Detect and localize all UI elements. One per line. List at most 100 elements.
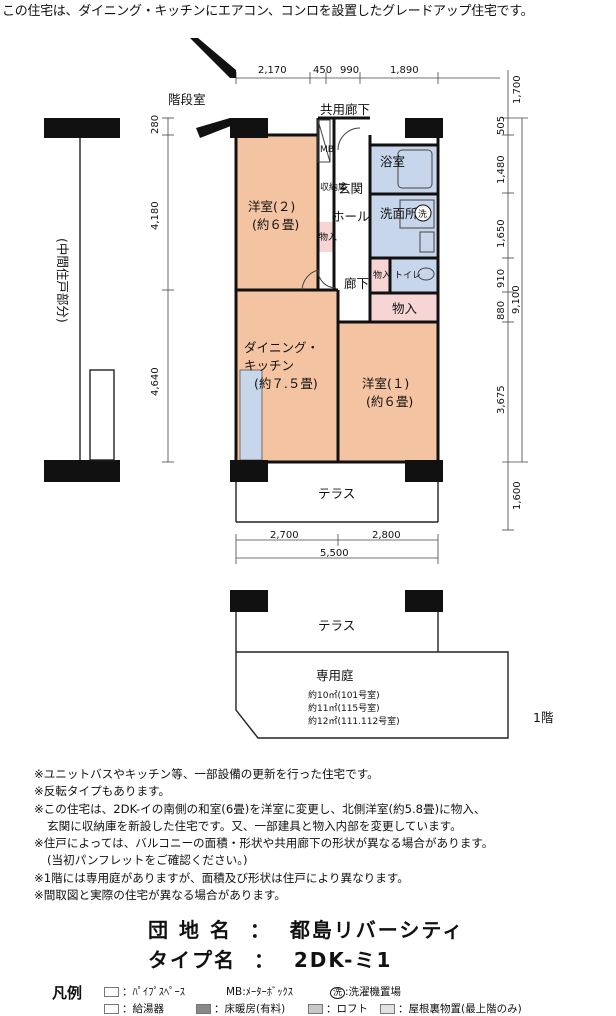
note-2: ※反転タイプもあります。 (34, 784, 171, 799)
room-toilet (390, 258, 438, 292)
dim-left-280: 280 (150, 115, 161, 134)
label-western-room-1-size: (約６畳) (366, 394, 413, 409)
pipe-space-icon (104, 987, 119, 997)
dim-right-9100: 9,100 (511, 285, 522, 314)
legend-washer: 洗:洗濯機置場 (330, 984, 401, 999)
label-storage-right-small: 物入 (373, 269, 391, 281)
legend-loft: ：ロフト (308, 1001, 368, 1016)
floor-heating-icon (196, 1004, 211, 1014)
legend-water-heater: ：給湯器 (104, 1001, 164, 1016)
dim-right-505: 505 (496, 116, 507, 135)
structural-columns (44, 38, 443, 612)
washer-legend-icon: 洗 (330, 987, 346, 999)
estate-label: 団 地 名 (148, 918, 232, 942)
storage-small-left (318, 222, 334, 252)
label-storage-small: 物入 (319, 231, 337, 243)
legend-water-heater-text: ：給湯器 (122, 1003, 164, 1015)
legend-floor-heating: ：床暖房(有料) (196, 1001, 285, 1016)
label-floor: 1階 (533, 710, 554, 725)
terrace-lines (79, 138, 509, 739)
dim-bottom-5500: 5,500 (320, 548, 349, 559)
note-3: ※この住宅は、2DK-イの南側の和室(6畳)を洋室に変更し、北側洋室(約5.8畳… (34, 801, 486, 816)
fixtures (301, 119, 435, 291)
washer-icon (414, 204, 432, 222)
label-storage-wide: 物入 (392, 301, 418, 316)
label-garden-1: 約10㎡(101号室) (308, 689, 380, 701)
label-western-room-2-size: (約６畳) (252, 217, 299, 232)
storage-small-right (370, 258, 390, 292)
label-dining-kitchen-2: キッチン (244, 358, 294, 373)
room-western-1 (338, 322, 438, 462)
note-4: 玄関に収納庫を新設した住宅です。又、一部建具と物入内部を変更しています。 (47, 818, 462, 833)
type-value: 2DK-ミ1 (293, 948, 393, 972)
legend-loft-text: ：ロフト (326, 1003, 368, 1015)
dim-top-2: 450 (313, 65, 332, 76)
label-terrace-upper: テラス (318, 486, 355, 501)
note-6: (当初パンフレットをご確認ください。) (47, 853, 248, 868)
dim-right-1480: 1,480 (496, 155, 507, 184)
label-washer-mark: 洗 (418, 208, 427, 220)
dim-left-4180: 4,180 (150, 201, 161, 230)
label-common-corridor: 共用廊下 (320, 102, 370, 117)
room-western-2 (236, 135, 318, 290)
room-washroom (370, 195, 436, 258)
label-garden-2: 約11㎡(115号室) (308, 702, 380, 714)
walls (234, 116, 440, 464)
label-terrace-lower: テラス (318, 618, 355, 633)
dim-right-3675: 3,675 (496, 385, 507, 414)
dim-top-1: 2,170 (258, 65, 287, 76)
dim-right-880: 880 (496, 301, 507, 320)
legend-attic: ：屋根裏物置(最上階のみ) (380, 1001, 522, 1016)
note-5: ※住戸によっては、バルコニーの面積・形状や共用廊下の形状が異なる場合があります。 (34, 836, 494, 851)
storage-wide (370, 294, 438, 322)
legend-attic-text: ：屋根裏物置(最上階のみ) (398, 1003, 522, 1015)
label-stair-hall: 階段室 (168, 92, 206, 107)
note-1: ※ユニットバスやキッチン等、一部設備の更新を行った住宅です。 (34, 767, 379, 781)
note-8: ※間取図と実際の住宅が異なる場合があります。 (34, 888, 287, 903)
dim-left-4640: 4,640 (150, 367, 161, 396)
water-heater-icon (104, 1004, 119, 1014)
attic-icon (380, 1004, 395, 1014)
note-7: ※1階には専用庭がありますが、面積及び形状は住戸により異なります。 (34, 870, 409, 885)
dim-right-1700: 1,700 (512, 75, 523, 104)
label-entrance: 玄関 (338, 181, 363, 196)
label-washroom: 洗面所 (380, 206, 418, 221)
room-bath (370, 145, 436, 193)
dim-right-1600: 1,600 (512, 481, 523, 510)
dim-right-910: 910 (496, 269, 507, 288)
label-toilet: トイレ (394, 271, 421, 281)
estate-info: 団 地 名 ： 都島リバーシティ タイプ名 ： 2DK-ミ1 (148, 915, 464, 975)
legend-pipe-space-text: ：ﾊﾟｲﾌﾟｽﾍﾟｰｽ (122, 986, 185, 998)
legend-washer-text: :洗濯機置場 (345, 986, 402, 998)
dim-bottom-2700: 2,700 (270, 530, 299, 541)
dim-top-3: 990 (340, 65, 359, 76)
dim-right-1650: 1,650 (496, 219, 507, 248)
dim-top-4: 1,890 (390, 65, 419, 76)
floor-plan: 階段室 共用廊下 洋室(２) (約６畳) MB 収納庫 物入 玄関 ホール 浴室… (44, 38, 554, 739)
label-hall: ホール (332, 209, 370, 224)
label-western-room-2: 洋室(２) (248, 199, 295, 214)
label-dining-kitchen-size: (約７.５畳) (254, 376, 318, 391)
estate-value: 都島リバーシティ (289, 918, 465, 942)
label-storage-shoes: 収納庫 (320, 181, 347, 193)
dimension-lines (162, 70, 528, 564)
loft-icon (308, 1004, 323, 1014)
notes: ※ユニットバスやキッチン等、一部設備の更新を行った住宅です。 ※反転タイプもあり… (34, 766, 493, 904)
label-private-garden: 専用庭 (316, 668, 354, 683)
legend-title: 凡例 (52, 984, 83, 1002)
legend-floor-heating-text: ：床暖房(有料) (214, 1003, 286, 1015)
type-separator: ： (253, 948, 276, 972)
label-bath: 浴室 (380, 154, 405, 169)
label-mb: MB (320, 145, 334, 155)
headline: この住宅は、ダイニング・キッチンにエアコン、コンロを設置したグレードアップ住宅で… (2, 4, 534, 19)
label-garden-3: 約12㎡(111.112号室) (308, 715, 400, 727)
label-western-room-1: 洋室(１) (362, 376, 409, 391)
label-middle-unit: (中間住戸部分) (55, 238, 70, 323)
legend-mb: MB:ﾒｰﾀｰﾎﾞｯｸｽ (226, 986, 294, 998)
dim-bottom-2800: 2,800 (372, 530, 401, 541)
legend-pipe-space: ：ﾊﾟｲﾌﾟｽﾍﾟｰｽ (104, 984, 185, 999)
type-label: タイプ名 (148, 948, 236, 972)
label-corridor: 廊下 (344, 276, 369, 291)
estate-separator: ： (249, 918, 272, 942)
label-dining-kitchen-1: ダイニング・ (244, 340, 319, 355)
